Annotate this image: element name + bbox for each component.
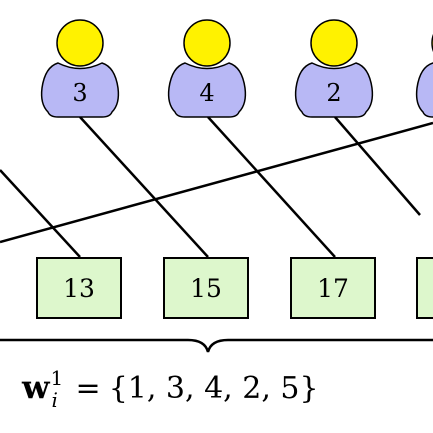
box-rect (416, 257, 433, 319)
person-label: 4 (199, 79, 214, 107)
person-label: 3 (72, 79, 87, 107)
box-rect (163, 257, 249, 319)
person-body (294, 62, 374, 118)
person-body (40, 62, 120, 118)
box-label: 13 (63, 274, 95, 303)
box-1: 13 (36, 257, 122, 319)
formula-subscript: i (51, 388, 58, 412)
box-label: 15 (190, 274, 222, 303)
person-label: 2 (326, 79, 341, 107)
box-rect (290, 257, 376, 319)
connector-line (0, 169, 81, 258)
person-body (415, 62, 433, 118)
person-2: 4 (167, 19, 247, 118)
formula-set: {1, 3, 4, 2, 5} (108, 371, 319, 406)
box-2: 15 (163, 257, 249, 319)
box-label: 17 (317, 274, 349, 303)
connector-line (79, 116, 209, 258)
person-head (310, 19, 358, 67)
box-3: 17 (290, 257, 376, 319)
box-rect (36, 257, 122, 319)
person-head (56, 19, 104, 67)
person-4-partial (415, 34, 433, 118)
formula-symbol: w (22, 368, 50, 406)
connector-line (334, 116, 421, 216)
person-body (167, 62, 247, 118)
formula-superscript: 1 (50, 366, 64, 390)
person-3: 2 (294, 19, 374, 118)
person-1: 3 (40, 19, 120, 118)
connector-line (207, 116, 336, 258)
connector-line (0, 121, 433, 244)
connector-lines (0, 116, 433, 258)
person-head (183, 19, 231, 67)
underbrace (0, 338, 433, 353)
box-4-partial (416, 257, 433, 319)
formula-equals: = (75, 371, 101, 406)
